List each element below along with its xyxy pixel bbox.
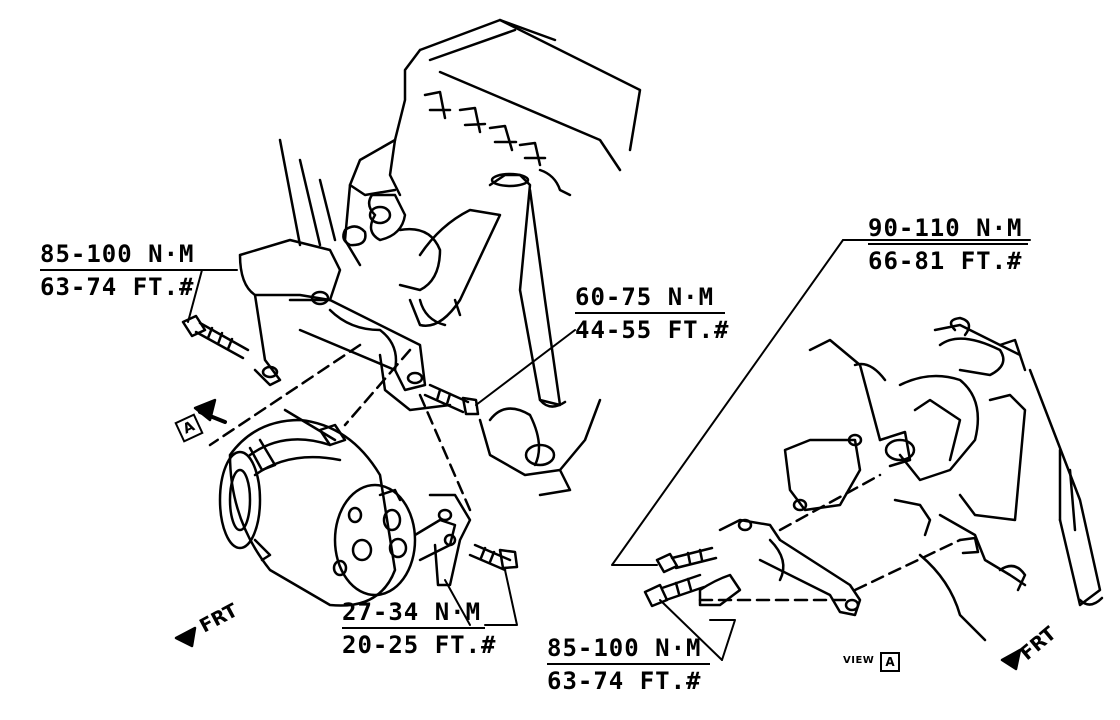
left-alignment-lines	[208, 343, 472, 512]
torque-nm: 90-110 N·M	[868, 214, 1028, 245]
right-alignment-lines	[698, 473, 962, 602]
torque-nm: 85-100 N·M	[547, 634, 710, 665]
torque-nm: 60-75 N·M	[575, 283, 725, 314]
torque-ft: 63-74 FT.#	[547, 667, 702, 695]
torque-spec-left-bracket: 85-100 N·M 63-74 FT.#	[40, 240, 203, 301]
mid-bracket-bolt	[423, 383, 480, 416]
torque-ft: 44-55 FT.#	[575, 316, 730, 344]
view-a-arrow	[193, 398, 227, 424]
ac-compressor	[218, 418, 457, 607]
right-upper-bolt	[655, 546, 718, 574]
left-alignment-line-solid	[283, 408, 337, 442]
front-arrow-left	[174, 626, 197, 648]
torque-ft: 63-74 FT.#	[40, 273, 195, 301]
front-arrow-right	[1000, 648, 1022, 671]
torque-ft: 20-25 FT.#	[342, 631, 497, 659]
view-label: VIEW	[843, 655, 875, 666]
left-leader-lines	[187, 269, 576, 626]
right-lower-bolt	[643, 573, 706, 608]
torque-spec-right-upper: 90-110 N·M 66-81 FT.#	[868, 214, 1028, 275]
torque-spec-compressor: 27-34 N·M 20-25 FT.#	[342, 598, 497, 659]
torque-nm: 85-100 N·M	[40, 240, 203, 271]
torque-nm: 27-34 N·M	[342, 598, 485, 629]
torque-spec-right-lower: 85-100 N·M 63-74 FT.#	[547, 634, 710, 695]
view-ref-box: A	[880, 652, 900, 672]
right-leader-lines	[611, 239, 1031, 661]
torque-spec-mid-bolt: 60-75 N·M 44-55 FT.#	[575, 283, 730, 344]
compressor-rear-bracket	[428, 493, 519, 587]
left-engine-block	[238, 18, 642, 497]
left-bracket-bolt	[181, 314, 250, 360]
torque-ft: 66-81 FT.#	[868, 247, 1023, 275]
right-engine-view	[783, 316, 1104, 642]
